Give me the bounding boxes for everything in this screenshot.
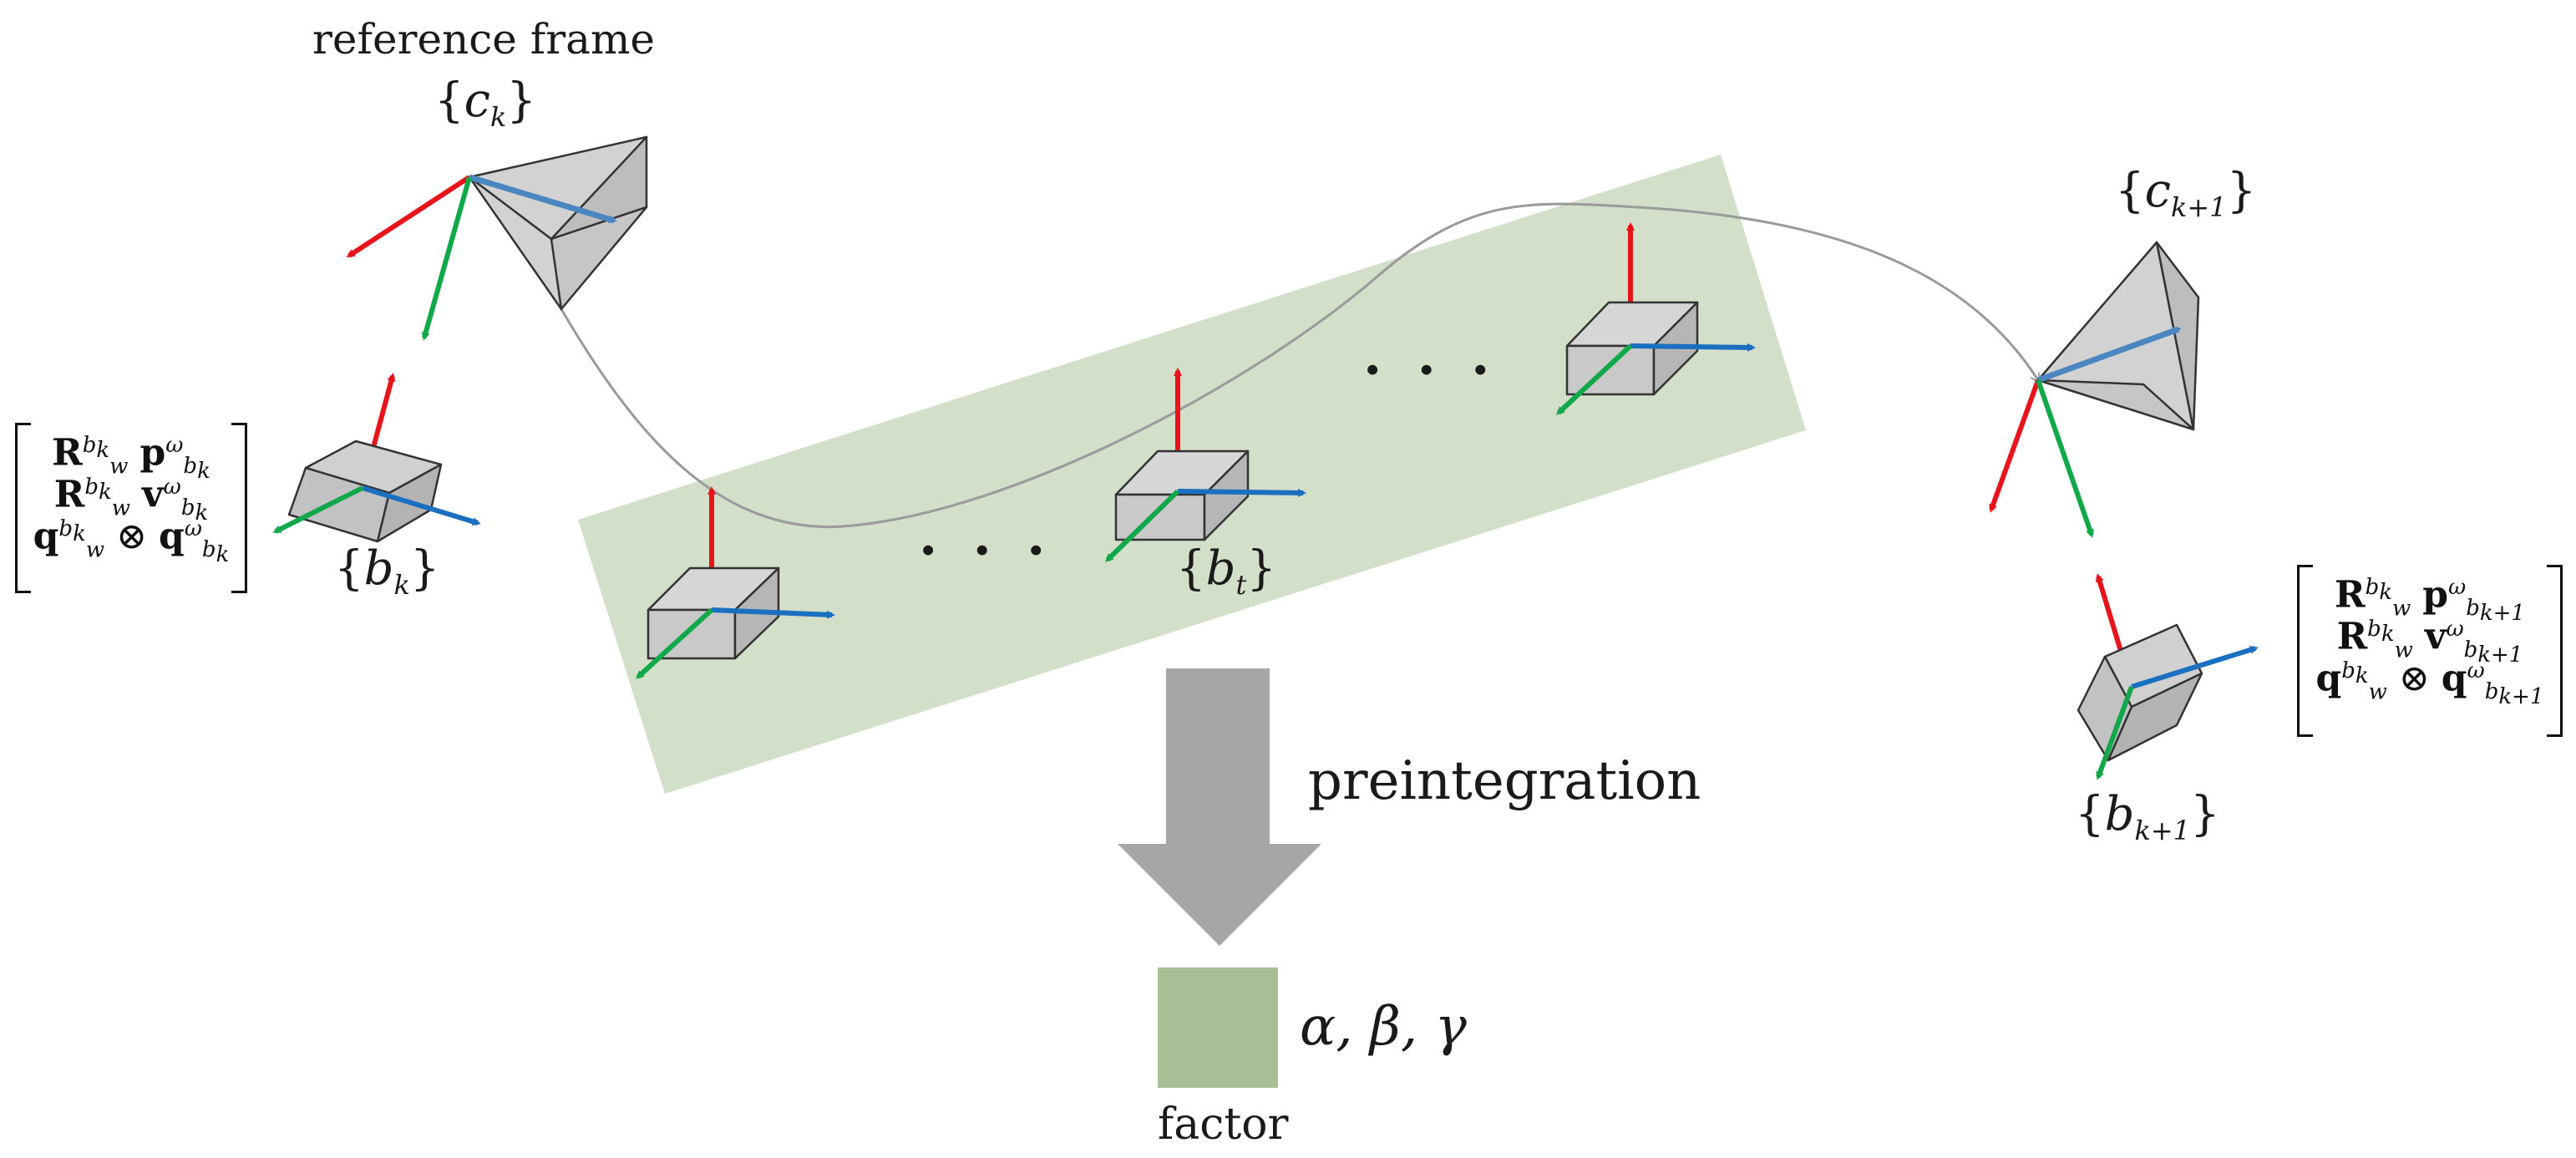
bk1-label: {bk+1} [2075, 787, 2220, 847]
factor-box [1158, 968, 1278, 1088]
matrix-row-position: Rbkw pωbk+1 [2335, 573, 2525, 627]
camera-ck1 [1989, 241, 2200, 538]
bt-label: {bt} [1176, 541, 1276, 602]
factor-label: factor [1158, 1100, 1289, 1150]
imu-box-bt [1105, 368, 1306, 562]
matrix-row-velocity: Rbkw vωbk [53, 473, 209, 526]
matrix-row-rotation: qbkw ⊗ qωbk [33, 515, 230, 568]
matrix-row-position: Rbkw pωbk [52, 431, 210, 485]
bk-label: {bk} [334, 541, 440, 602]
preintegration-label: preintegration [1308, 750, 1701, 812]
matrix-row-velocity: Rbkw vωbk+1 [2336, 615, 2523, 668]
imu-box-bk1 [2077, 573, 2259, 780]
ck1-label: {ck+1} [2115, 164, 2257, 224]
state-matrix-bk: Rbkw pωbk Rbkw vωbk qbkw ⊗ qωbk [15, 423, 247, 593]
camera-ck [346, 135, 648, 341]
matrix-row-rotation: qbkw ⊗ qωbk+1 [2315, 657, 2544, 710]
reference-frame-label: reference frame [312, 15, 655, 63]
imu-box-bk [272, 373, 481, 543]
imu-box-1 [636, 486, 835, 679]
ck-label: {ck} [434, 74, 537, 134]
preintegration-arrow [1118, 668, 1321, 946]
state-matrix-bk1: Rbkw pωbk+1 Rbkw vωbk+1 qbkw ⊗ qωbk+1 [2297, 565, 2563, 737]
factor-symbols: α, β, γ [1300, 996, 1467, 1058]
ellipsis-lower: · · · [919, 520, 1054, 582]
ellipsis-upper: · · · [1363, 339, 1498, 402]
imu-box-3 [1556, 222, 1756, 415]
trajectory-curve [560, 202, 2038, 529]
